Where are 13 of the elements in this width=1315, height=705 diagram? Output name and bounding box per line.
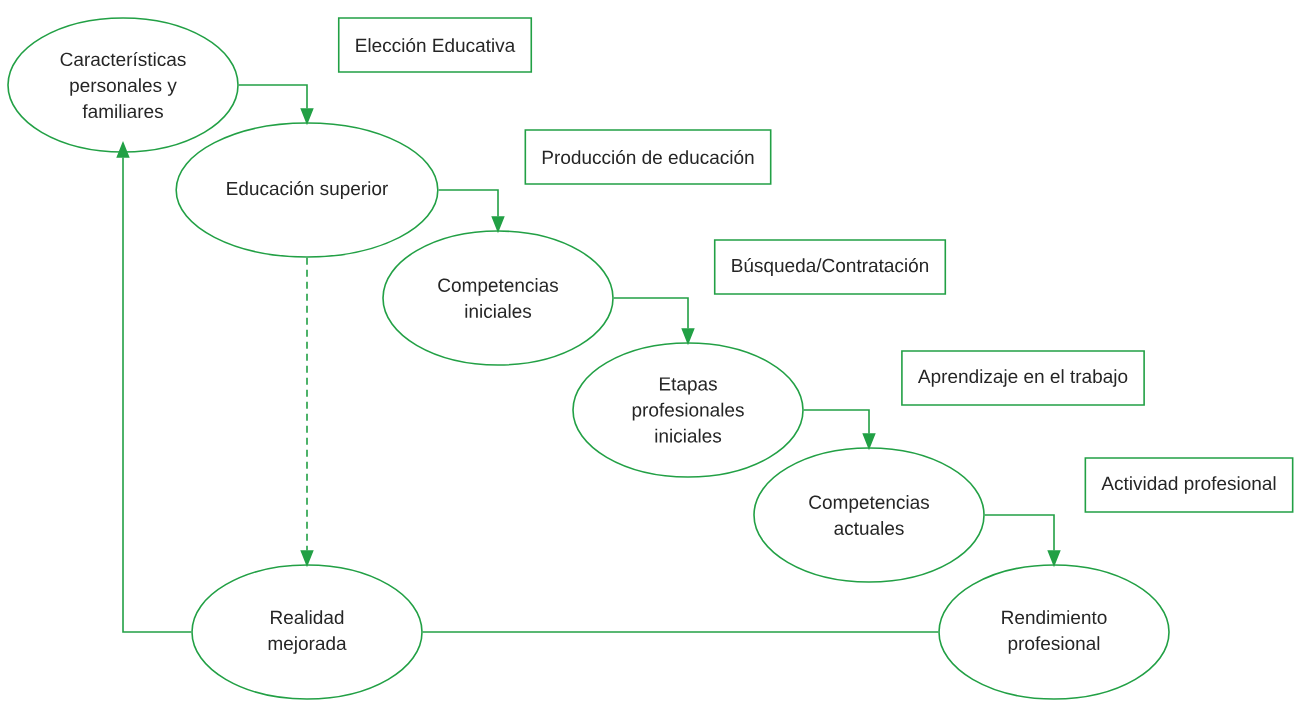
ellipse-node: Etapas profesionales iniciales [572,342,804,478]
ellipse-node: Competencias iniciales [382,230,614,366]
process-box: Aprendizaje en el trabajo [901,350,1145,406]
ellipse-node: Competencias actuales [753,447,985,583]
ellipse-node: Realidad mejorada [191,564,423,700]
connector-line [422,631,939,633]
process-box: Producción de educación [524,129,772,185]
ellipse-node: Educación superior [175,122,439,258]
process-box: Actividad profesional [1084,457,1294,513]
ellipse-node: Características personales y familiares [7,17,239,153]
ellipse-node: Rendimiento profesional [938,564,1170,700]
process-box: Elección Educativa [337,17,533,73]
process-box: Búsqueda/Contratación [713,239,947,295]
